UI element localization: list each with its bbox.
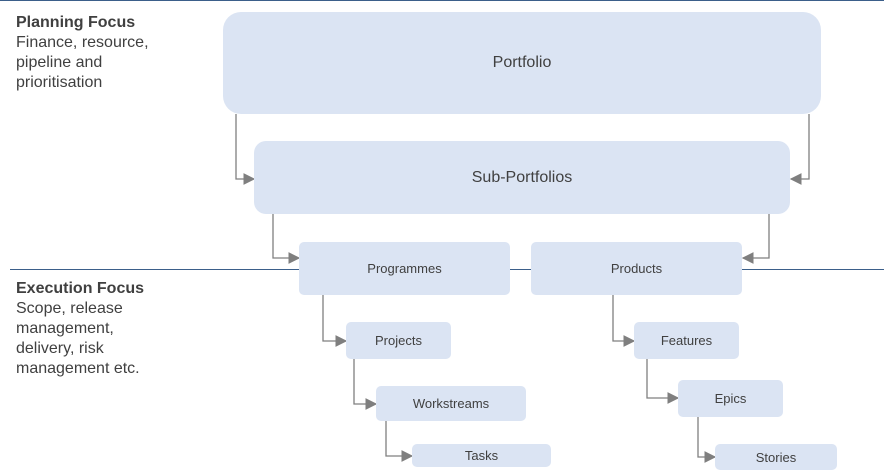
- planning-focus-block: Planning Focus Finance, resource, pipeli…: [16, 13, 149, 93]
- node-features-label: Features: [660, 333, 713, 348]
- node-stories: Stories: [715, 444, 837, 470]
- node-programmes-label: Programmes: [367, 261, 442, 276]
- node-portfolio: Portfolio: [223, 12, 821, 114]
- node-tasks-label: Tasks: [464, 448, 499, 463]
- connector-programmes-to-projects: [322, 295, 348, 347]
- node-features: Features: [634, 322, 739, 359]
- node-products-label: Products: [610, 261, 663, 276]
- node-projects-label: Projects: [375, 333, 422, 348]
- node-portfolio-label: Portfolio: [492, 54, 552, 71]
- node-products: Products: [531, 242, 742, 295]
- node-stories-label: Stories: [755, 449, 797, 465]
- connector-portfolio-to-sub-left: [235, 114, 256, 185]
- connector-features-to-epics: [646, 359, 680, 404]
- connector-projects-to-workstreams: [353, 359, 378, 410]
- node-sub-portfolios-label: Sub-Portfolios: [471, 168, 573, 186]
- node-epics-label: Epics: [714, 391, 747, 406]
- connector-products-to-features: [612, 295, 636, 347]
- connector-portfolio-to-sub-right: [789, 114, 810, 185]
- connector-workstreams-to-tasks: [385, 421, 414, 462]
- connector-epics-to-stories: [697, 417, 717, 463]
- node-programmes: Programmes: [299, 242, 510, 295]
- node-workstreams: Workstreams: [376, 386, 526, 421]
- node-epics: Epics: [678, 380, 783, 417]
- connector-sub-to-programmes: [272, 214, 301, 264]
- node-tasks: Tasks: [412, 444, 551, 467]
- execution-focus-description: Scope, release management, delivery, ris…: [16, 300, 140, 377]
- node-projects: Projects: [346, 322, 451, 359]
- connector-sub-to-products: [741, 214, 770, 264]
- planning-focus-description: Finance, resource, pipeline and prioriti…: [16, 34, 149, 91]
- node-sub-portfolios: Sub-Portfolios: [254, 141, 790, 214]
- execution-focus-title: Execution Focus: [16, 280, 145, 297]
- top-divider-line: [0, 0, 884, 1]
- execution-focus-block: Execution Focus Scope, release managemen…: [16, 279, 144, 379]
- planning-focus-title: Planning Focus: [16, 14, 136, 31]
- node-workstreams-label: Workstreams: [412, 396, 490, 411]
